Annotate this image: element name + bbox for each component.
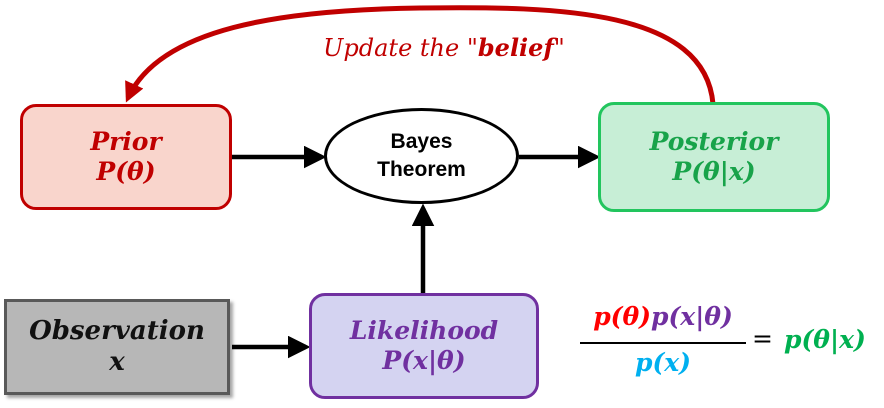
- observation-box: Observation x: [4, 299, 230, 395]
- likelihood-box: Likelihood P(x|θ): [309, 293, 539, 399]
- observation-symbol: x: [109, 347, 125, 377]
- bayes-formula: p(θ)p(x|θ) p(x) = p(θ|x): [578, 302, 884, 382]
- belief-emphasis: belief: [477, 33, 554, 62]
- formula-denominator: p(x): [634, 348, 692, 377]
- update-belief-label: Update the "belief": [323, 33, 565, 62]
- numerator-prior: p(θ): [593, 302, 651, 331]
- posterior-box: Posterior P(θ|x): [598, 102, 830, 212]
- posterior-title: Posterior: [649, 127, 779, 156]
- equals-sign: =: [752, 324, 773, 353]
- bayes-theorem-node: Bayes Theorem: [324, 108, 519, 204]
- posterior-formula: P(θ|x): [672, 157, 756, 186]
- bayes-line-1: Bayes: [390, 129, 453, 153]
- numerator-likelihood: p(x|θ): [651, 302, 733, 331]
- formula-result: p(θ|x): [784, 325, 866, 354]
- observation-title: Observation: [29, 315, 205, 346]
- update-belief-arrow: [125, 5, 716, 105]
- fraction-bar: [580, 342, 746, 344]
- prior-title: Prior: [90, 127, 162, 156]
- prior-box: Prior P(θ): [20, 104, 232, 210]
- bayes-line-2: Theorem: [377, 158, 466, 181]
- likelihood-title: Likelihood: [349, 316, 499, 345]
- likelihood-formula: P(x|θ): [382, 346, 466, 375]
- formula-numerator: p(θ)p(x|θ): [578, 302, 748, 331]
- prior-formula: P(θ): [96, 157, 156, 186]
